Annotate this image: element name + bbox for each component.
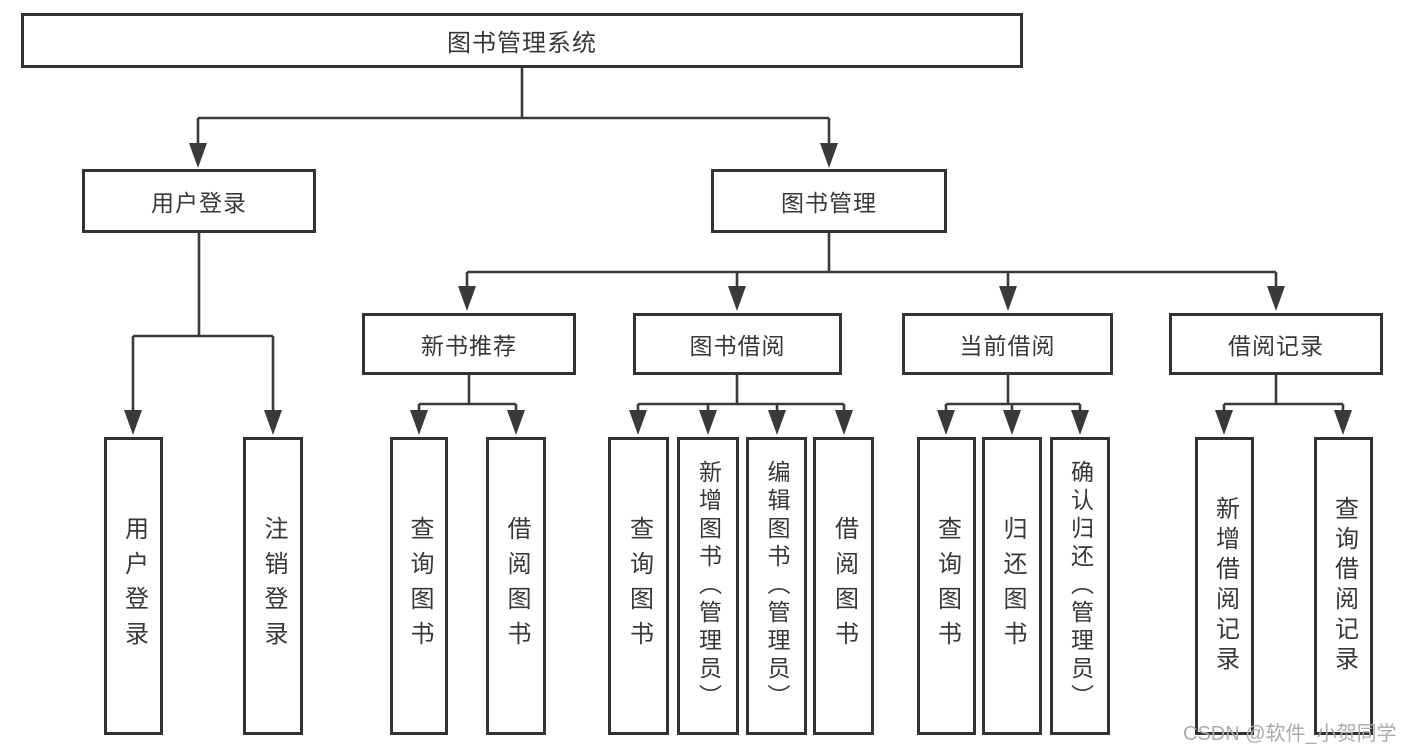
node-label: 新增借阅记录 [1211,496,1239,676]
node-label: 注销登录 [260,516,287,656]
node-label: 查询图书 [625,516,653,656]
node-borrowing-records: 借阅记录 [1169,313,1383,375]
node-label: 查询借阅记录 [1330,496,1358,676]
leaf-return-books: 归还图书 [982,437,1042,735]
leaf-query-books-current: 查询图书 [917,437,976,735]
leaf-edit-book-admin: 编辑图书（管理员） [746,437,807,735]
leaf-borrow-books-borrowing: 借阅图书 [813,437,874,735]
leaf-user-login: 用户登录 [104,437,163,735]
node-label: 用户登录 [120,516,148,656]
leaf-add-borrow-record: 新增借阅记录 [1195,437,1254,735]
leaf-query-borrow-record: 查询借阅记录 [1314,437,1373,735]
node-label: 图书借阅 [689,333,786,359]
node-label: 新书推荐 [421,333,517,359]
node-label: 用户登录 [151,190,247,216]
node-label: 查询图书 [933,516,961,656]
node-book-management: 图书管理 [711,169,947,233]
leaf-query-books-recommend: 查询图书 [390,437,448,735]
node-label: 借阅图书 [830,516,858,656]
node-new-book-recommend: 新书推荐 [362,313,576,375]
node-label: 借阅图书 [503,516,530,656]
node-label: 图书管理系统 [447,30,597,57]
leaf-logout: 注销登录 [243,437,303,735]
leaf-add-book-admin: 新增图书（管理员） [677,437,739,735]
leaf-query-books-borrowing: 查询图书 [608,437,669,735]
node-label: 查询图书 [406,516,433,656]
node-root: 图书管理系统 [21,13,1023,68]
node-label: 编辑图书（管理员） [764,460,790,712]
node-user-login: 用户登录 [82,169,316,233]
leaf-borrow-books-recommend: 借阅图书 [486,437,546,735]
node-current-borrowing: 当前借阅 [902,313,1113,375]
node-label: 借阅记录 [1228,333,1324,359]
watermark: CSDN @软件_小贺同学 [1183,723,1397,745]
node-label: 新增图书（管理员） [695,460,722,712]
node-label: 归还图书 [999,516,1026,656]
node-label: 当前借阅 [959,333,1056,359]
node-book-borrowing: 图书借阅 [633,313,842,375]
node-label: 确认归还（管理员） [1067,460,1094,712]
leaf-confirm-return-admin: 确认归还（管理员） [1050,437,1110,735]
node-label: 图书管理 [781,190,877,216]
